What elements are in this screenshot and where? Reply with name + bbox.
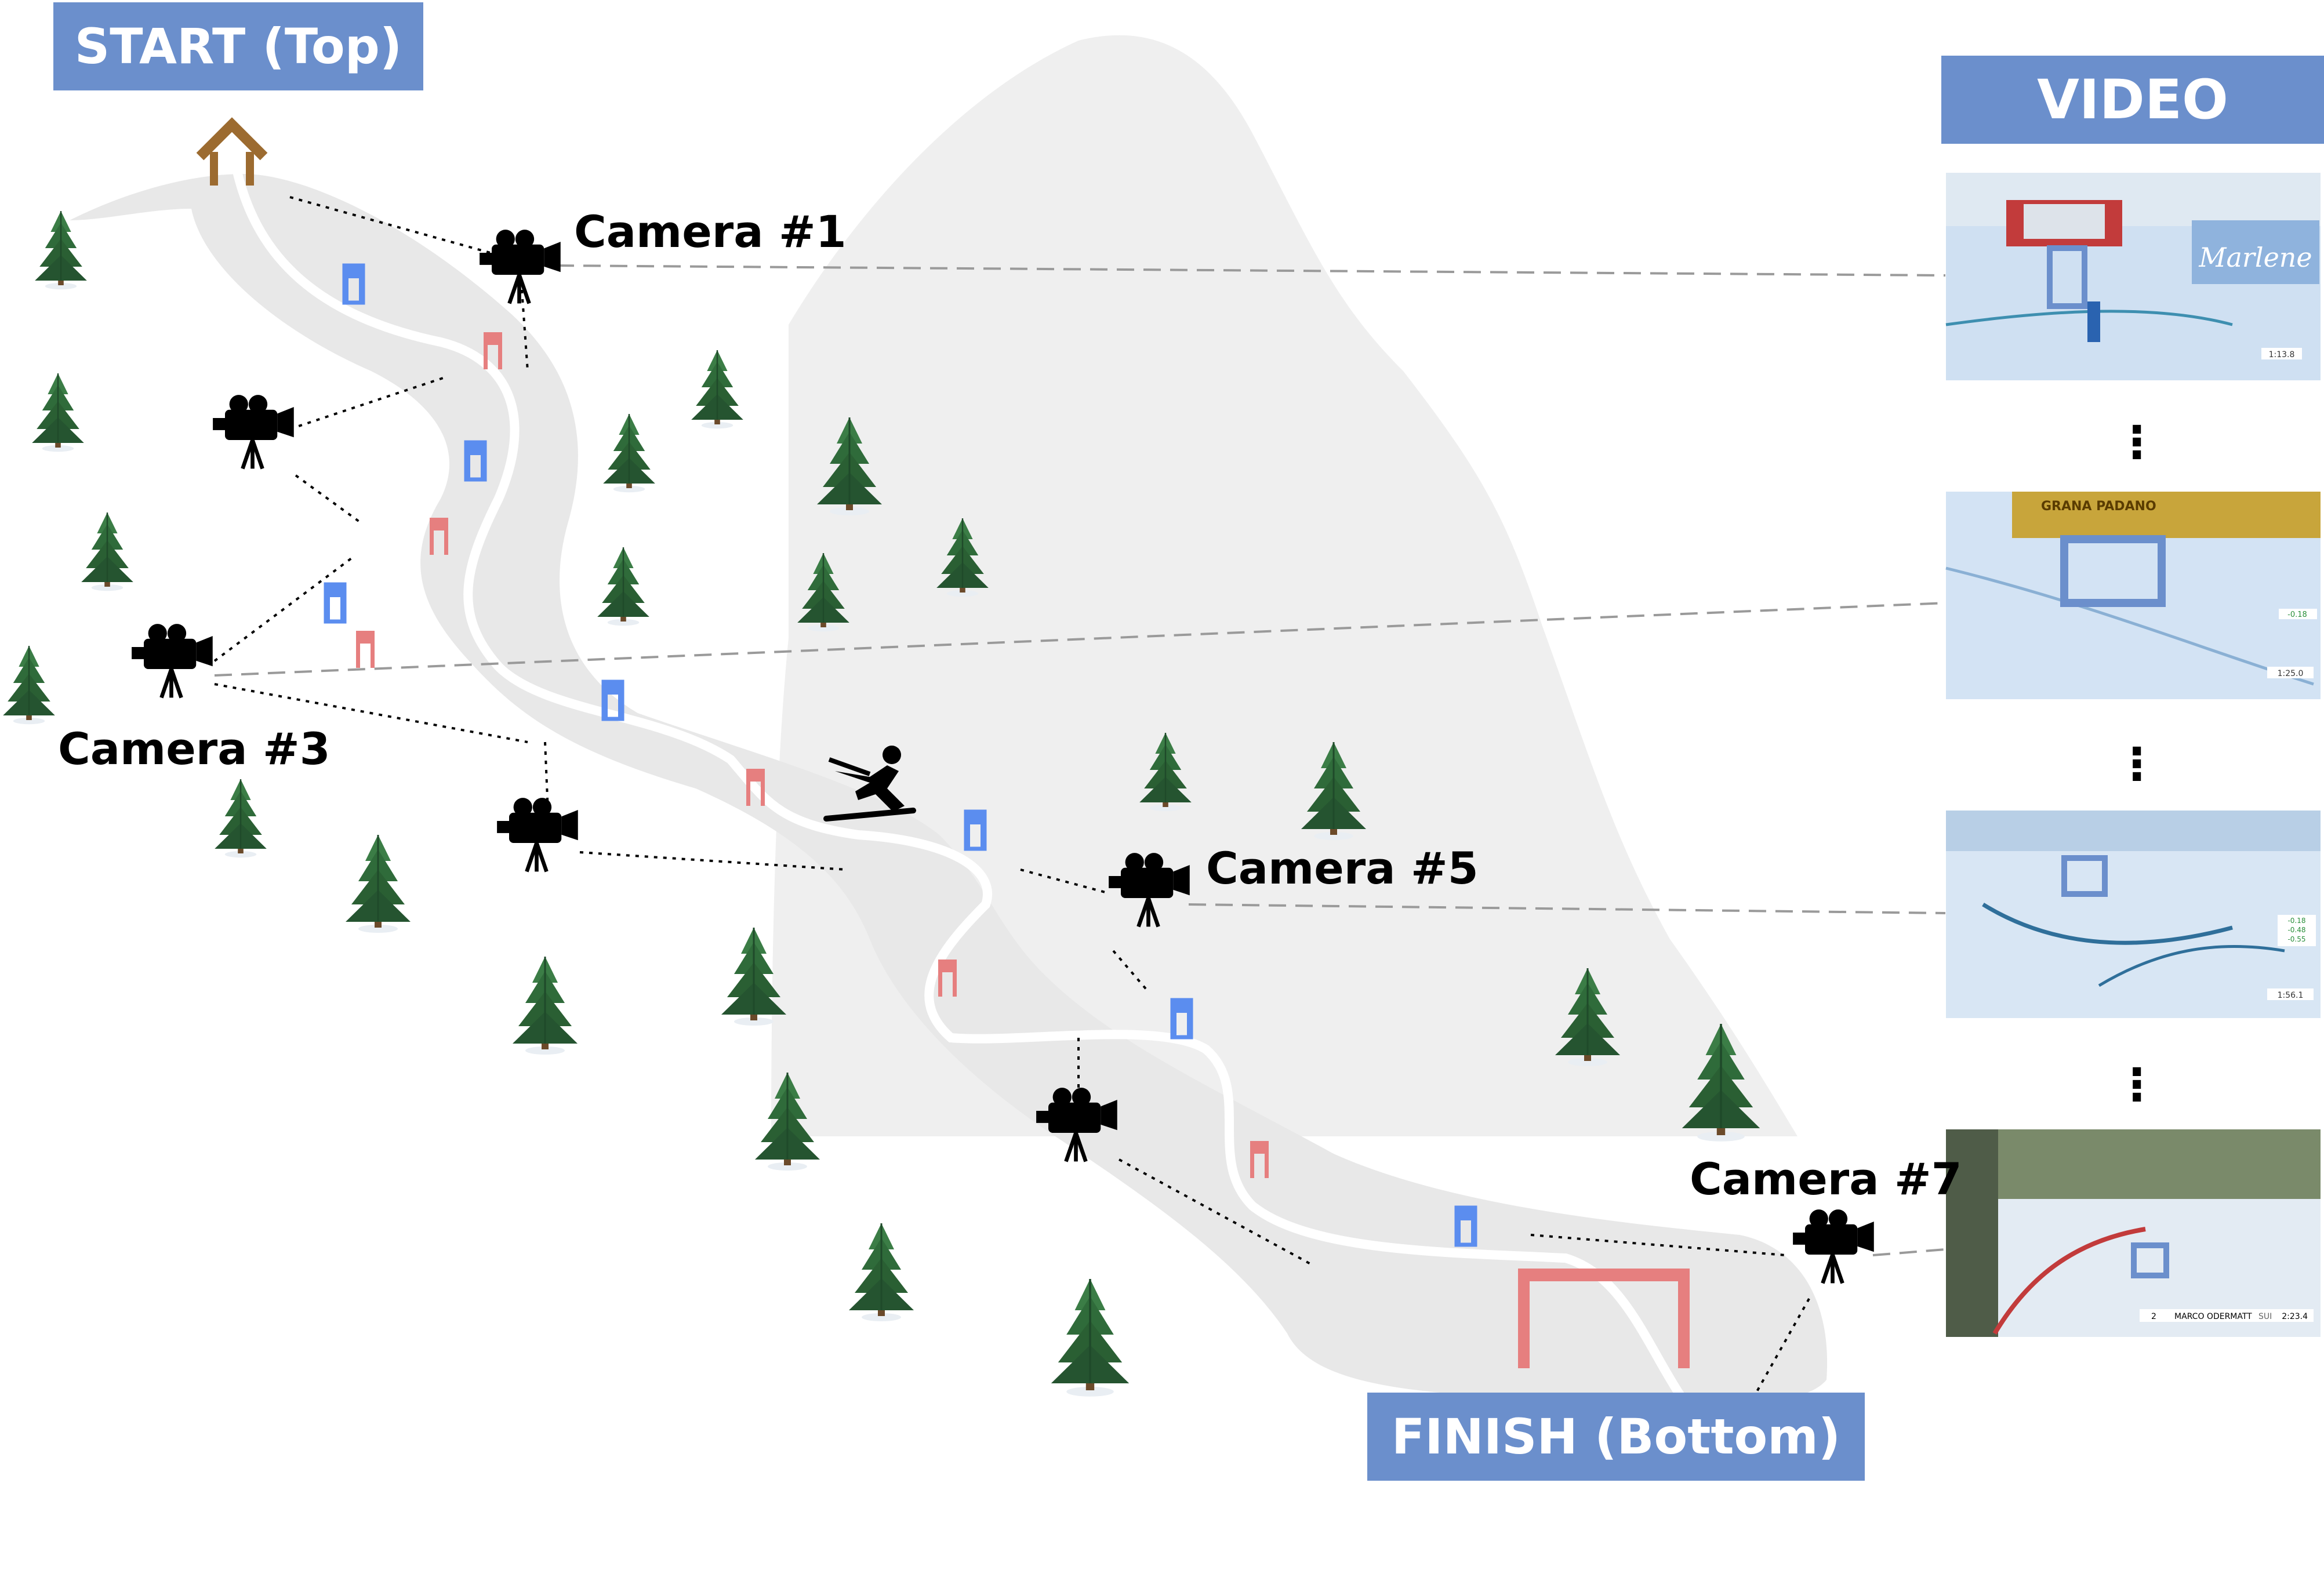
finish-arch-icon [1518,1269,1690,1368]
camera-icon [213,395,294,468]
start-label: START (Top) [53,2,423,90]
tree-icon [690,349,745,430]
svg-text:2:23.4: 2:23.4 [2282,1312,2308,1321]
svg-text:-0.48: -0.48 [2287,926,2305,934]
finish-label: FINISH (Bottom) [1367,1393,1865,1481]
tree-icon [2,645,56,725]
video-frame-3: -0.18 -0.48 -0.55 1:56.1 [1946,811,2321,1018]
tree-icon [596,546,651,627]
camera-icon [480,230,561,303]
svg-text:SUI: SUI [2258,1312,2272,1321]
tree-icon [344,834,412,934]
camera-icon [497,798,578,871]
video-frame-4: 2 MARCO ODERMATT SUI 2:23.4 [1946,1129,2321,1337]
svg-text:-0.55: -0.55 [2287,935,2305,943]
tree-icon [80,511,135,592]
svg-text:-0.18: -0.18 [2287,610,2307,619]
tree-icon [511,955,579,1056]
svg-text:-0.18: -0.18 [2287,917,2305,925]
tree-icon [602,413,656,493]
ellipsis-3: ... [2128,1033,2146,1113]
skier-icon [823,746,916,822]
ellipsis-1: ... [2128,391,2146,470]
svg-text:2: 2 [2151,1312,2156,1321]
tree-icon [34,210,88,290]
camera-icon [1793,1209,1874,1283]
svg-text:1:25.0: 1:25.0 [2278,669,2304,678]
camera-label-5: Camera #5 [1206,842,1479,894]
start-hut-icon [196,117,268,186]
video-header: VIDEO [1941,56,2324,144]
camera-label-1: Camera #1 [574,206,847,257]
svg-text:GRANA PADANO: GRANA PADANO [2041,499,2156,514]
tree-icon [31,372,85,453]
ellipsis-2: ... [2128,713,2146,792]
svg-text:MARCO ODERMATT: MARCO ODERMATT [2174,1312,2252,1321]
video-frame-2: GRANA PADANO -0.18 1:25.0 [1945,492,2321,699]
tree-icon [214,778,267,859]
svg-text:1:56.1: 1:56.1 [2278,991,2304,1000]
racing-line [233,169,1686,1402]
video-frame-1: Marlene 1:13.8 [1945,173,2321,380]
video-frames: Marlene 1:13.8 GRANA PADANO -0.18 1:25.0 [1945,173,2321,1337]
video-links [214,264,1946,1256]
svg-text:Marlene: Marlene [2198,242,2312,273]
gate-icon [356,631,375,668]
mountain-shape [771,35,1798,1136]
tree-icon [848,1222,915,1322]
camera-icon [132,624,213,697]
svg-text:1:13.8: 1:13.8 [2269,350,2295,359]
camera-label-7: Camera #7 [1690,1153,1962,1205]
camera-label-3: Camera #3 [58,723,331,775]
gate-icon [326,584,344,622]
tree-icon [1050,1278,1130,1398]
